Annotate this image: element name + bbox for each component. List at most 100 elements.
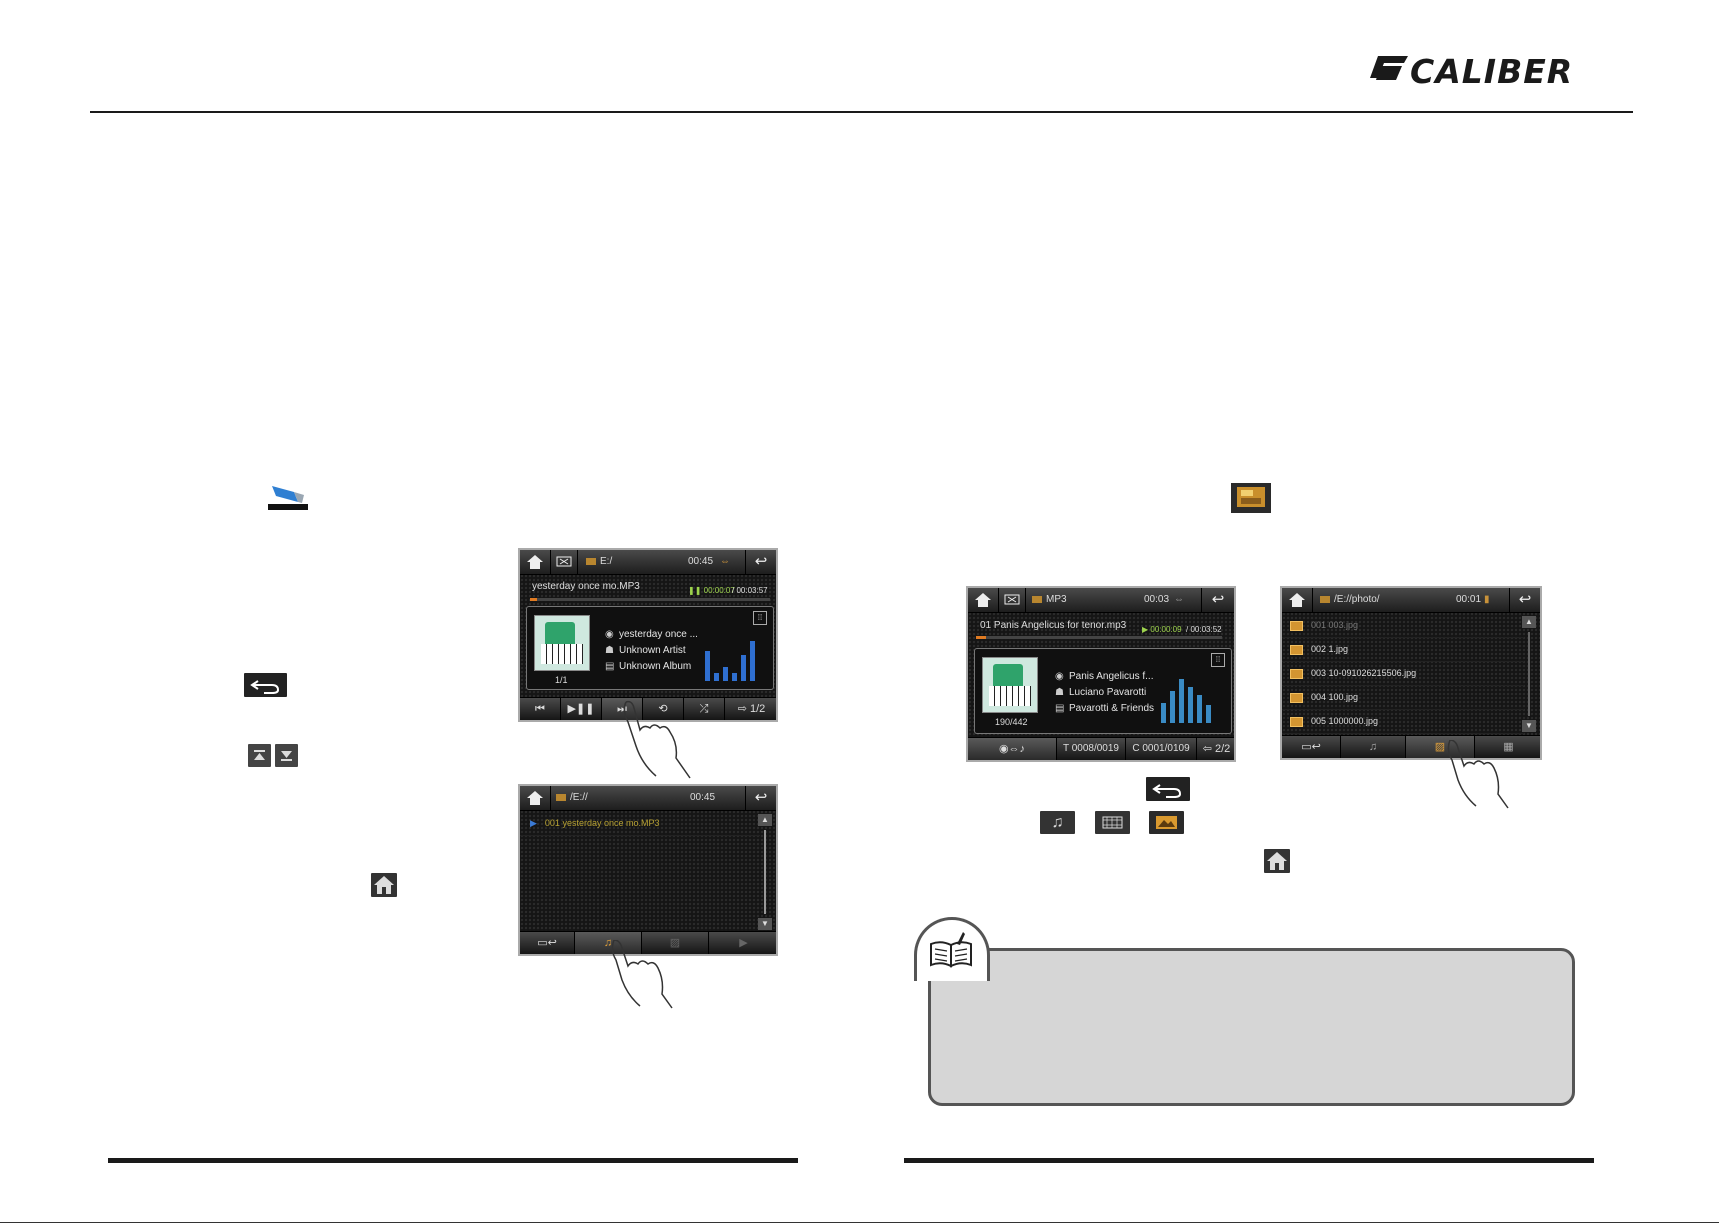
back-icon <box>244 673 287 697</box>
photo-file-name: 001 003.jpg <box>1311 620 1359 630</box>
equalizer-icon[interactable]: ⁞⁞ <box>1211 653 1225 667</box>
progress-bar[interactable] <box>976 636 1222 639</box>
clock: 00:45 <box>690 792 716 803</box>
progress-bar[interactable] <box>530 598 770 601</box>
photo-file-name: 005 1000000.jpg <box>1311 716 1379 726</box>
folder-label: MP3 <box>1046 594 1067 605</box>
video-tab[interactable]: ▶ <box>739 937 748 949</box>
folder-icon <box>556 793 566 801</box>
screen-off-button[interactable] <box>551 550 578 574</box>
play-pause-button[interactable]: ▶❚❚ <box>561 698 602 720</box>
album-row: ▤Unknown Album <box>605 659 698 675</box>
note-tab <box>914 917 990 981</box>
home-button[interactable] <box>968 588 999 612</box>
footer-rule-left <box>108 1158 798 1163</box>
pointing-hand-image <box>611 940 673 1009</box>
home-button[interactable] <box>520 786 551 810</box>
exit-list-button[interactable]: ▭↩ <box>520 932 575 954</box>
home-button[interactable] <box>1282 588 1313 612</box>
scroll-track <box>764 830 766 914</box>
total-time: / 00:03:52 <box>1186 625 1222 634</box>
book-icon <box>930 932 972 968</box>
disc-icon: ◉ <box>1055 671 1064 682</box>
back-button[interactable]: ↩ <box>1201 588 1234 612</box>
disc-icon: ◉ <box>605 629 614 640</box>
scroll-down-button[interactable]: ▼ <box>758 918 772 930</box>
previous-page-button[interactable]: ⇦ 2/2 <box>1202 743 1231 755</box>
artist-name: Luciano Pavarotti <box>1069 687 1147 698</box>
sd-card-icon <box>1231 483 1271 513</box>
repeat-button[interactable]: ⟲ <box>643 698 684 720</box>
sd-status-icon: ▮ <box>1484 594 1490 605</box>
previous-button[interactable]: ⏮ <box>520 698 561 720</box>
pointing-hand-image <box>1447 740 1509 809</box>
footer-rule-right <box>904 1158 1594 1163</box>
pointing-hand-image <box>623 700 691 779</box>
scrollbar[interactable]: ▲ ▼ <box>1522 616 1536 732</box>
track-row: ◉ yesterday once ... <box>605 627 698 643</box>
scroll-track <box>1528 632 1530 716</box>
album-icon: ▤ <box>1055 703 1065 714</box>
top-bar: MP3 00:03 ⇔ ↩ <box>968 588 1234 613</box>
artist-row: ☗Luciano Pavarotti <box>1055 685 1154 701</box>
progress-fill <box>976 636 986 639</box>
top-bar: E:/ 00:45 ⇔ ↩ <box>520 550 776 575</box>
photo-list-item[interactable]: 002 1.jpg <box>1282 638 1524 662</box>
piano-image <box>989 686 1031 706</box>
exit-list-button[interactable]: ▭↩ <box>1282 736 1341 758</box>
photo-list-item[interactable]: 004 100.jpg <box>1282 686 1524 710</box>
scroll-up-button[interactable]: ▲ <box>1522 616 1536 628</box>
brand-name: CALIBER <box>1410 52 1574 91</box>
folder-label: /E:// <box>570 792 588 803</box>
scroll-up-button[interactable]: ▲ <box>758 814 772 826</box>
photo-tab[interactable]: ▨ <box>642 932 709 954</box>
photo-list-item[interactable]: 003 10-091026215506.jpg <box>1282 662 1524 686</box>
home-button[interactable] <box>520 550 551 574</box>
back-button[interactable]: ↩ <box>1509 588 1540 612</box>
video-tab[interactable]: ▦ <box>1503 741 1514 753</box>
equalizer-bars <box>705 637 755 681</box>
image-file-icon <box>1290 644 1303 655</box>
equalizer-icon[interactable]: ⁞⁞ <box>753 611 767 625</box>
scroll-down-icon <box>275 744 298 767</box>
album-row: ▤Pavarotti & Friends <box>1055 701 1154 717</box>
folder-label: /E://photo/ <box>1334 594 1380 605</box>
piano-image <box>541 644 583 664</box>
folder-icon <box>586 557 596 565</box>
chapter-counter: C 0001/0109 <box>1126 738 1197 760</box>
artist-row: ☗Unknown Artist <box>605 643 698 659</box>
music-tab[interactable]: ♫ <box>1341 736 1406 758</box>
image-file-icon <box>1290 716 1303 727</box>
scrollbar[interactable]: ▲ ▼ <box>758 814 772 930</box>
photo-tab[interactable]: ▨ <box>1406 736 1475 758</box>
album-icon: ▤ <box>605 661 615 672</box>
note-box <box>928 948 1575 1106</box>
track-title: yesterday once ... <box>619 629 698 640</box>
top-bar: /E://photo/ 00:01 ▮ ↩ <box>1282 588 1540 613</box>
clock: 00:03 <box>1144 594 1170 605</box>
header-rule <box>90 111 1633 113</box>
song-filename: 01 Panis Angelicus for tenor.mp3 <box>980 620 1127 631</box>
track-title: Panis Angelicus f... <box>1069 671 1154 682</box>
back-button[interactable]: ↩ <box>745 786 776 810</box>
photo-list-item[interactable]: 001 003.jpg <box>1282 614 1524 638</box>
music-player-screen: E:/ 00:45 ⇔ ↩ yesterday once mo.MP3 ❚❚ 0… <box>518 548 778 722</box>
screen-off-button[interactable] <box>999 588 1026 612</box>
caliber-logo: CALIBER <box>1368 50 1633 94</box>
scroll-down-button[interactable]: ▼ <box>1522 720 1536 732</box>
progress-fill <box>530 598 538 601</box>
music-tab[interactable]: ♫ <box>575 932 642 954</box>
folder-label: E:/ <box>600 556 613 567</box>
bottom-edge-rule <box>0 1222 1719 1223</box>
video-icon <box>1095 811 1130 834</box>
shuffle-button[interactable]: ⤮ <box>684 698 725 720</box>
next-page-button[interactable]: ⇨ 1/2 <box>737 703 766 715</box>
photo-list-screen: /E://photo/ 00:01 ▮ ↩ 001 003.jpg 002 1.… <box>1280 586 1542 760</box>
audio-mode-button[interactable]: ◉⇔♪ <box>968 738 1057 760</box>
home-icon <box>371 873 397 897</box>
album-art <box>534 615 590 671</box>
photo-list-item[interactable]: 005 1000000.jpg <box>1282 710 1524 734</box>
back-button[interactable]: ↩ <box>745 550 776 574</box>
list-item[interactable]: ▶001 yesterday once mo.MP3 <box>520 812 760 836</box>
elapsed-time: ▶ 00:00:09 <box>1142 625 1182 634</box>
